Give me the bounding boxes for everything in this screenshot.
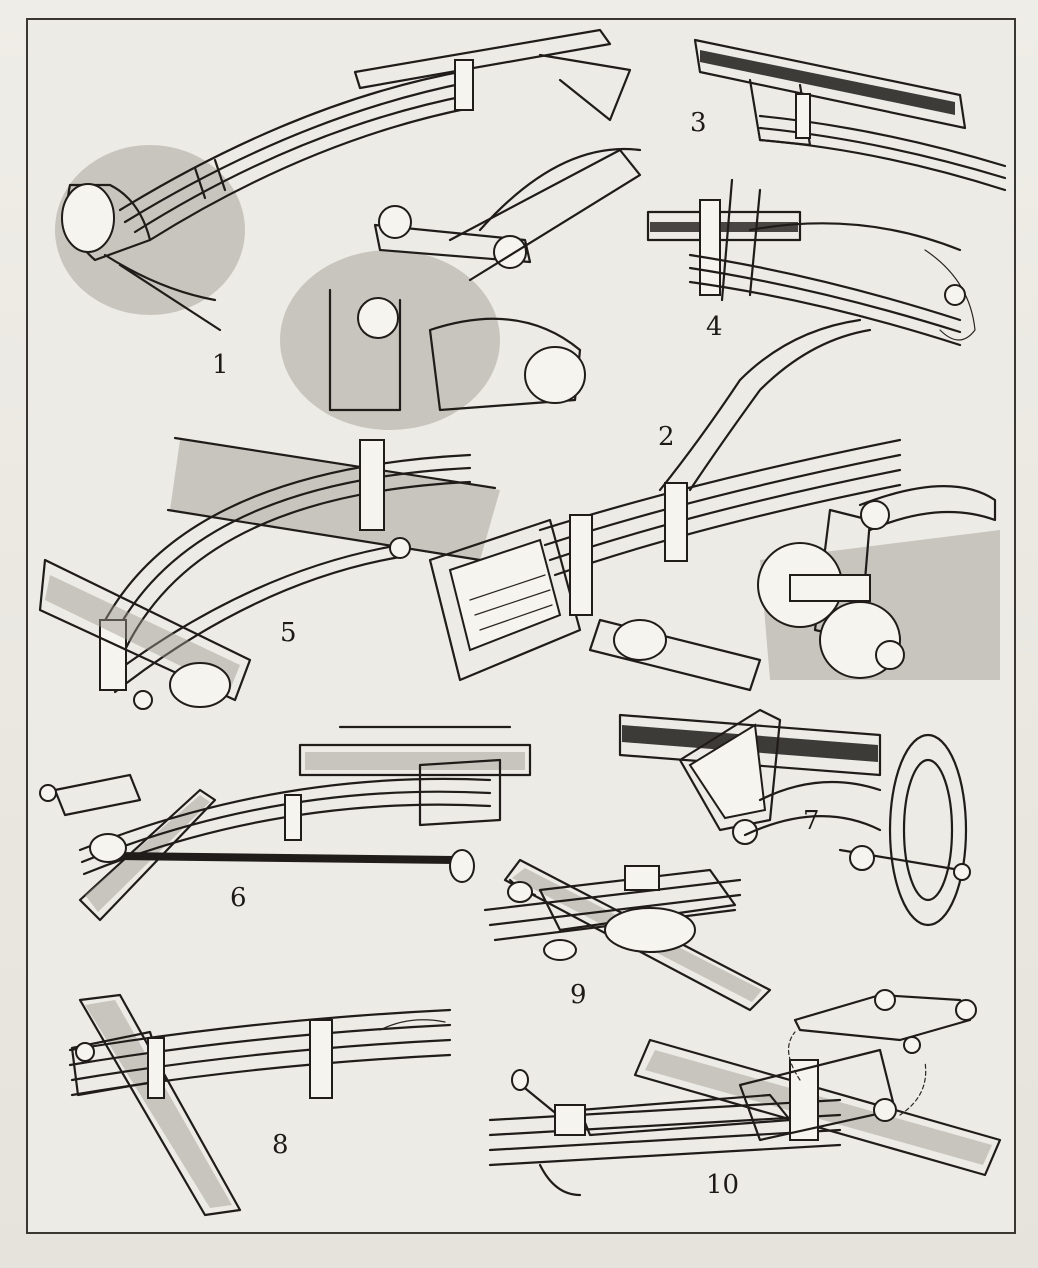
figure-1-drawing (55, 28, 642, 430)
figure-7-label: 7 (803, 806, 820, 836)
figure-1-label: 1 (212, 350, 229, 380)
figure-3-label: 3 (690, 108, 707, 138)
figure-5-drawing (38, 436, 500, 710)
figure-3-drawing (693, 38, 1007, 192)
figure-7-drawing (618, 708, 971, 927)
figure-10-drawing (488, 989, 1002, 1197)
figure-4-label: 4 (706, 312, 723, 342)
figure-8-drawing (68, 993, 452, 1217)
figure-6-label: 6 (230, 883, 247, 913)
figure-9-label: 9 (570, 980, 587, 1010)
figure-9-drawing (483, 858, 772, 1012)
figure-5-label: 5 (280, 618, 297, 648)
figure-4-drawing (646, 178, 976, 347)
figure-8-label: 8 (272, 1130, 289, 1160)
figure-2-drawing (428, 318, 1000, 692)
figure-2-label: 2 (658, 422, 675, 452)
figure-10-label: 10 (706, 1170, 740, 1200)
figure-6-drawing (39, 725, 532, 922)
